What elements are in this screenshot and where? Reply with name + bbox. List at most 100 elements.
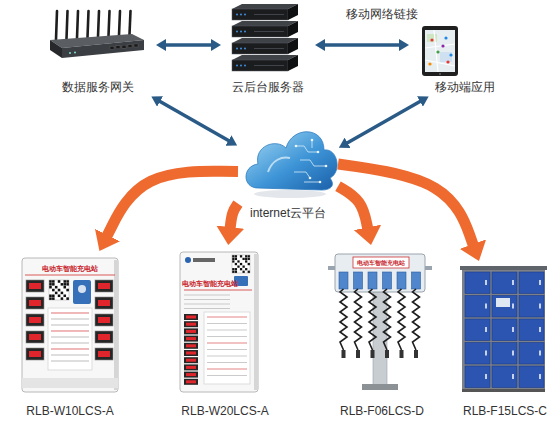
charging-station-illustration-part xyxy=(248,258,250,260)
link-arrow xyxy=(159,101,229,141)
charging-pillar-illustration-part xyxy=(414,350,418,358)
charging-station-illustration-part xyxy=(186,323,196,326)
charging-station-illustration-part xyxy=(66,280,69,283)
tablet-illustration-part xyxy=(439,73,441,75)
charging-pillar-illustration-part xyxy=(371,350,375,358)
server-illustration-part xyxy=(288,4,298,20)
charging-station-illustration-part xyxy=(63,286,66,289)
charging-station-illustration-part xyxy=(184,308,230,309)
charging-station-illustration-part xyxy=(49,286,52,289)
tablet-illustration xyxy=(410,22,520,78)
locker-illustration-part xyxy=(512,304,514,309)
tablet-illustration-part xyxy=(425,30,455,72)
locker-illustration-part xyxy=(519,319,544,341)
node-label: 移动端应用 xyxy=(410,78,520,96)
charging-station-illustration-part xyxy=(180,252,258,392)
charging-station-illustration-part xyxy=(51,313,89,314)
node-label: 数据服务网关 xyxy=(40,78,155,96)
charging-station-illustration-part xyxy=(232,271,234,273)
charging-pillar-illustration-part xyxy=(340,289,347,350)
tablet-illustration-part xyxy=(441,44,444,47)
locker-illustration-part xyxy=(465,272,490,294)
server-illustration-part xyxy=(288,38,298,54)
router-illustration-part xyxy=(130,11,131,34)
charging-pillar-illustration-part xyxy=(398,289,405,350)
locker-illustration-part xyxy=(512,327,514,332)
cloud-shape-part xyxy=(295,145,298,148)
router-illustration-part xyxy=(88,11,89,37)
charging-station-illustration-part xyxy=(98,351,110,357)
charging-station-illustration xyxy=(170,246,280,402)
edge-label: 移动网络链接 xyxy=(346,6,418,23)
cloud-shape-part xyxy=(319,181,322,184)
charging-station-illustration-part xyxy=(184,364,198,370)
charging-pillar-illustration-part xyxy=(353,257,409,268)
locker-illustration-part xyxy=(519,272,544,294)
charging-station-illustration-part xyxy=(186,366,196,369)
charging-station-illustration-part xyxy=(49,280,69,300)
node-text-group: 数据服务网关 xyxy=(40,78,155,96)
node-text-group: RLB-W20LCS-A xyxy=(170,402,280,420)
router-illustration-part xyxy=(56,11,57,40)
cloud-shape-part xyxy=(254,190,326,198)
locker-illustration-part xyxy=(519,366,544,388)
locker-illustration-part xyxy=(519,296,544,318)
charging-station-illustration-part xyxy=(207,317,247,318)
charging-station-illustration-part xyxy=(95,280,113,292)
distribution-arrow xyxy=(338,186,368,228)
charging-station-illustration-part xyxy=(51,319,89,320)
server-node: 云后台服务器 xyxy=(222,0,314,96)
charging-station-illustration-part xyxy=(26,280,44,292)
charging-station-illustration-part xyxy=(95,314,113,326)
charging-station-illustration-part xyxy=(232,258,234,260)
charging-pillar-illustration-part xyxy=(356,350,360,358)
router-illustration-part xyxy=(69,52,71,54)
node-text-group: 移动端应用 xyxy=(410,78,520,96)
locker-illustration-part xyxy=(485,327,487,332)
charging-station-illustration-part xyxy=(49,297,52,300)
charging-station-illustration-part xyxy=(232,268,234,270)
charging-station-illustration-part xyxy=(235,258,237,260)
server-illustration-part xyxy=(236,65,238,67)
charging-station-illustration-part xyxy=(184,299,230,300)
tablet-illustration-part xyxy=(422,26,458,76)
panel-heading: 电动车智能充电站 xyxy=(182,280,238,287)
charging-station-illustration-part xyxy=(66,289,69,292)
device-node: RLB-F06LCS-D xyxy=(322,246,442,420)
charging-station-illustration-part xyxy=(55,292,58,295)
server-illustration-part xyxy=(232,55,298,60)
charging-station-illustration-part xyxy=(207,349,247,350)
charging-station-illustration-part xyxy=(61,297,64,300)
cloud-shape-part xyxy=(309,177,312,180)
charging-station-illustration-part xyxy=(26,348,44,360)
charging-station-illustration-part xyxy=(58,294,61,297)
charging-station-illustration-part xyxy=(51,355,89,356)
router-illustration-part xyxy=(110,46,114,49)
cloud-shape-part xyxy=(325,165,328,168)
server-illustration-part xyxy=(240,14,242,16)
charging-pillar-illustration-part xyxy=(369,289,376,350)
charging-station-illustration-part xyxy=(232,255,250,273)
charging-station-illustration-part xyxy=(186,359,196,362)
locker-illustration-part xyxy=(492,296,517,318)
tablet-illustration-part xyxy=(430,38,433,41)
server-illustration-part xyxy=(244,48,246,50)
charging-station-illustration-part xyxy=(98,317,110,323)
node-text-group: internet云平台 xyxy=(238,204,338,222)
charging-pillar-illustration-part xyxy=(413,289,420,350)
charging-station-illustration-part xyxy=(51,325,89,326)
charging-pillar-illustration-part xyxy=(354,272,363,289)
charging-station-illustration-part xyxy=(235,268,237,270)
charging-station-illustration-part xyxy=(237,265,239,267)
distribution-arrow xyxy=(230,204,238,229)
server-illustration-part xyxy=(232,43,288,54)
locker-illustration-part xyxy=(460,266,547,270)
server-illustration-part xyxy=(240,31,242,33)
locker-illustration-part xyxy=(485,304,487,309)
charging-station-illustration-part xyxy=(29,334,41,340)
mobile-app-node: 移动端应用 xyxy=(410,22,520,96)
charging-station-illustration-part xyxy=(29,300,41,306)
charging-station-illustration-part xyxy=(58,280,61,283)
charging-station-illustration-part xyxy=(98,334,110,340)
locker-illustration-part xyxy=(492,343,517,365)
